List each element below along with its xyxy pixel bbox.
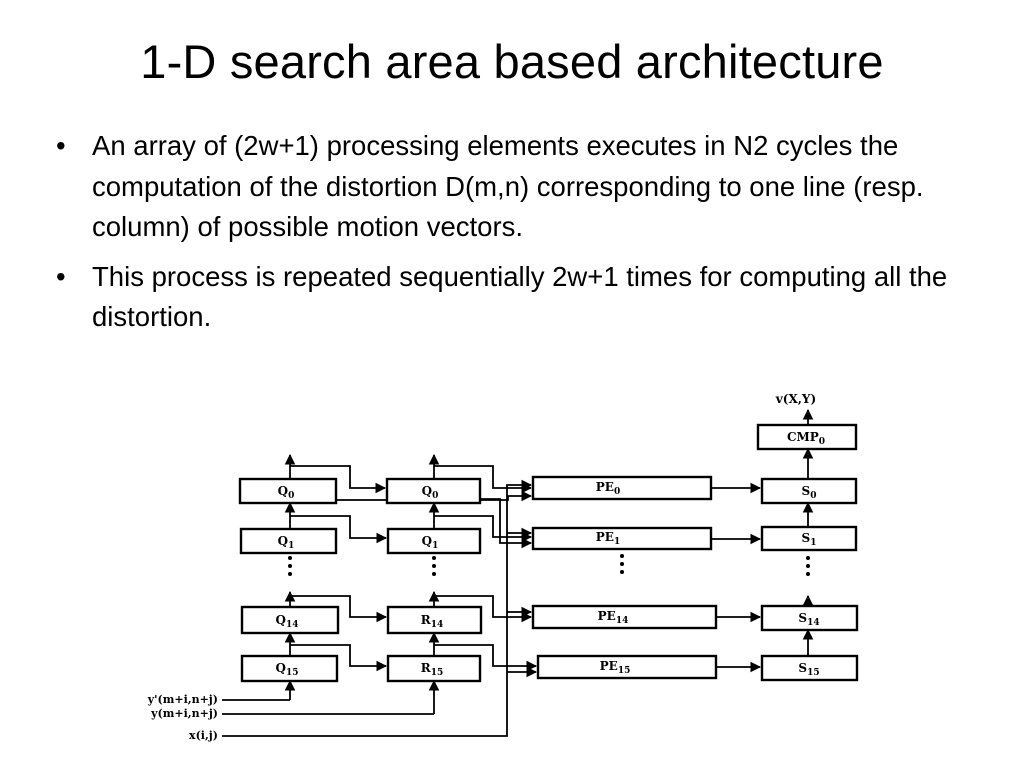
architecture-diagram: v(X,Y) CMP0 S0 S1 S14 S15 PE0 PE1 PE14 P… (147, 392, 859, 742)
register-box (386, 654, 482, 683)
register-box (239, 527, 338, 555)
pe-box (531, 526, 713, 551)
ellipsis-dot (806, 564, 810, 568)
register-label: Q0 (278, 484, 295, 501)
register-box (386, 527, 482, 555)
ellipsis-dot (620, 570, 624, 574)
bullet-list: An array of (2w+1) processing elements e… (56, 126, 956, 347)
ellipsis-dot (620, 562, 624, 566)
register-box (386, 605, 483, 635)
input-label: y'(m+i,n+j) (147, 693, 218, 706)
wire (222, 479, 533, 737)
register-box (240, 605, 340, 635)
register-label: Q1 (278, 534, 295, 551)
slide-title: 1-D search area based architecture (140, 35, 884, 88)
register-label: R15 (421, 661, 444, 678)
wire (290, 515, 388, 544)
pe-label: PE1 (596, 530, 620, 547)
register-label: R14 (421, 613, 444, 630)
ellipsis-dot (288, 572, 292, 576)
wire (290, 644, 388, 672)
ellipsis-dot (288, 556, 292, 560)
bullet-item: This process is repeated sequentially 2w… (56, 257, 956, 338)
pe-box (531, 475, 713, 501)
s-label: S15 (798, 661, 819, 678)
wire (290, 595, 388, 623)
register-label: Q1 (422, 534, 439, 551)
register-label: Q14 (276, 613, 299, 630)
register-box (238, 477, 338, 505)
output-label: v(X,Y) (775, 392, 816, 406)
pe-box (536, 654, 718, 680)
ellipsis-dot (288, 564, 292, 568)
register-label: Q0 (422, 484, 439, 501)
s-box (760, 604, 859, 632)
ellipsis-dot (620, 554, 624, 558)
cmp-box (756, 423, 858, 451)
ellipsis-dot (806, 556, 810, 560)
ellipsis-dot (432, 564, 436, 568)
s-box (760, 525, 858, 552)
pe-label: PE0 (596, 480, 620, 497)
register-label: Q15 (276, 661, 299, 678)
register-box (385, 477, 482, 505)
s-label: S0 (802, 484, 817, 501)
s-label: S14 (798, 611, 819, 628)
wire (434, 595, 533, 623)
pe-box (531, 604, 718, 630)
wire (434, 644, 538, 672)
input-label: x(i,j) (189, 729, 218, 742)
s-box (760, 477, 858, 505)
cmp-label: CMP0 (787, 430, 825, 447)
bullet-item: An array of (2w+1) processing elements e… (56, 126, 956, 248)
wire (434, 515, 533, 543)
wire (434, 465, 533, 494)
input-label: y(m+i,n+j) (150, 707, 218, 720)
wire (480, 498, 533, 549)
s-box (760, 654, 859, 682)
pe-label: PE14 (598, 609, 629, 626)
pe-label: PE15 (600, 659, 631, 676)
ellipsis-dot (806, 572, 810, 576)
register-box (240, 654, 339, 683)
s-label: S1 (802, 531, 817, 548)
ellipsis-dot (432, 556, 436, 560)
wire (290, 465, 387, 494)
ellipsis-dot (432, 572, 436, 576)
